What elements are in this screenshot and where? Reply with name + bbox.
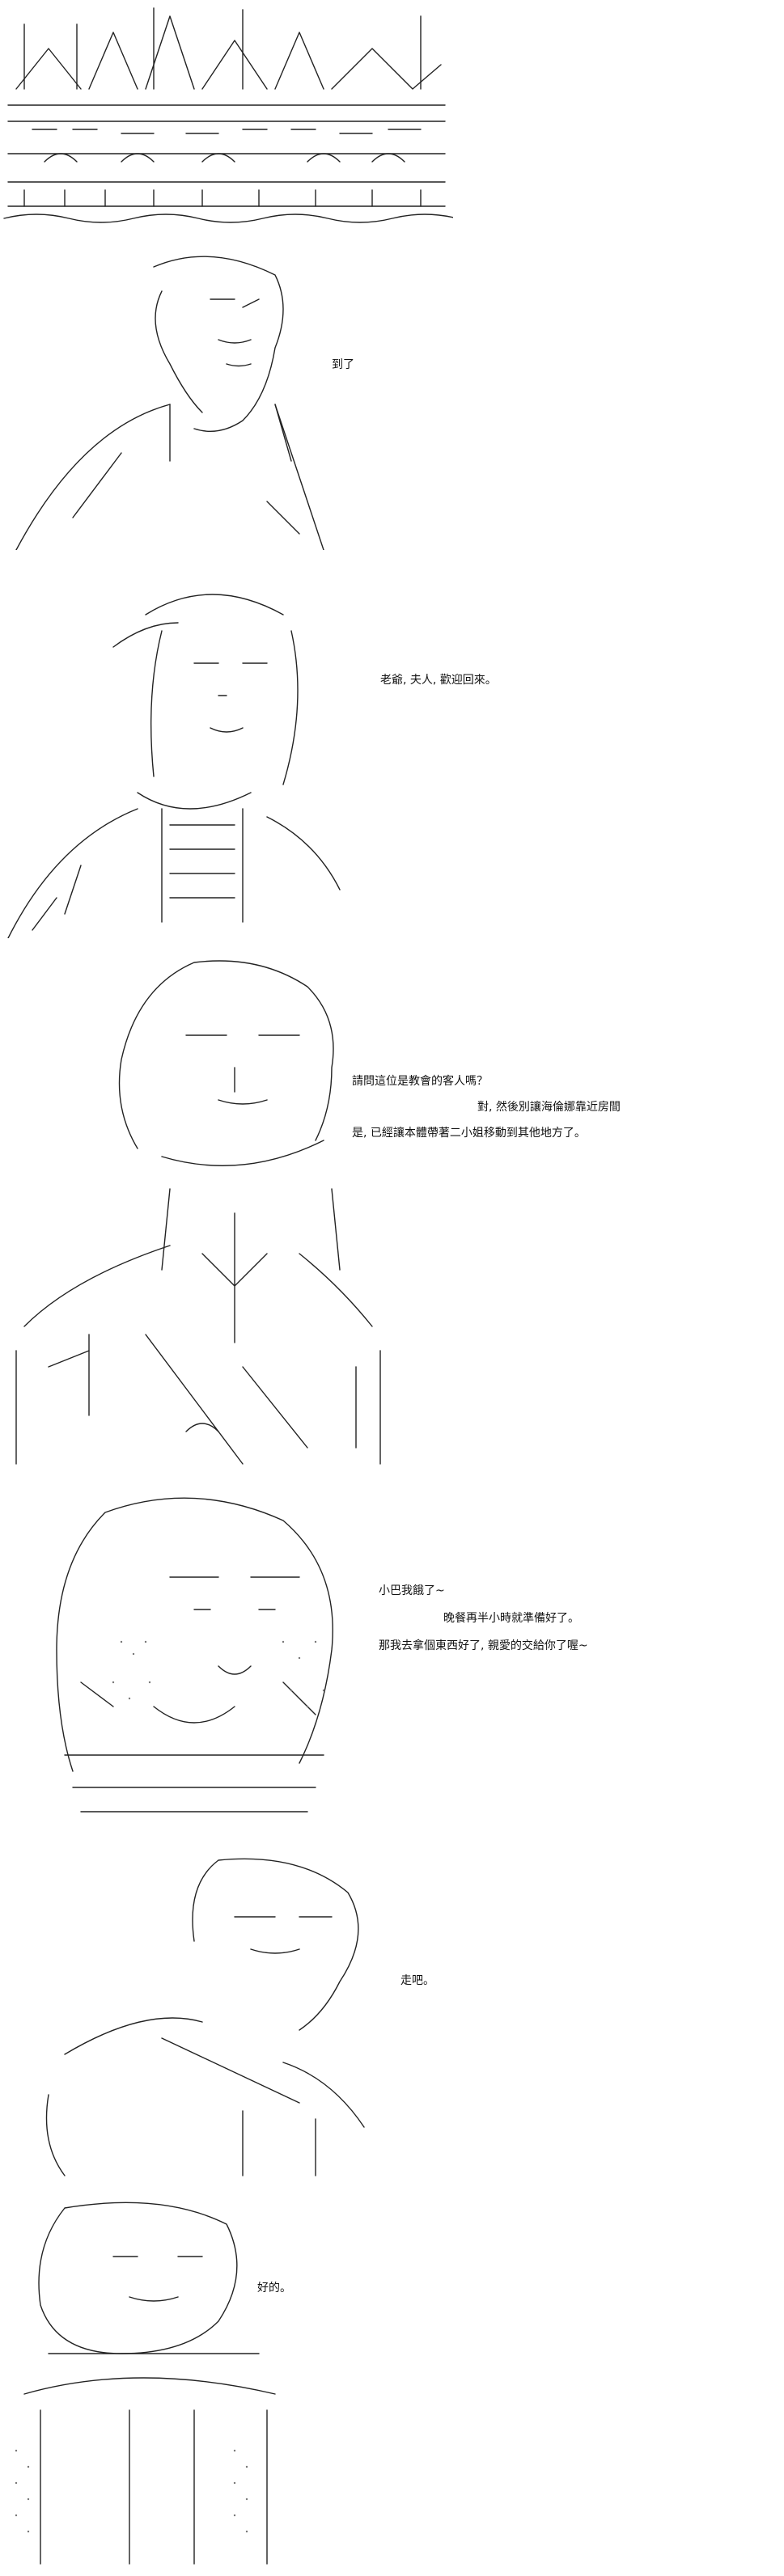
character-woman-illustration [56, 1497, 333, 1813]
panel-go: 走吧。 [0, 1844, 784, 2192]
panel-tomoe: 小巴我餓了~ 晚餐再半小時就準備好了。 那我去拿個東西好了, 親愛的交給你了喔~ [0, 1480, 784, 1844]
dialogue-line: 是, 已經讓本體帶著二小姐移動到其他地方了。 [352, 1127, 586, 1140]
character-maid-illustration [7, 594, 341, 938]
panel-guests: 請問這位是教會的客人嗎？ 對, 然後別讓海倫娜靠近房間 是, 已經讓本體帶著二小… [0, 946, 784, 1480]
dialogue-line: 對, 然後別讓海倫娜靠近房間 [477, 1101, 621, 1114]
panel-arrival: 到了 [0, 235, 784, 550]
character-walking-illustration [45, 1858, 365, 2176]
dialogue-line: 那我去拿個東西好了, 親愛的交給你了喔~ [379, 1639, 588, 1652]
panel-mansion [0, 0, 784, 235]
screentone-pattern [15, 2449, 248, 2533]
dialogue-line: 到了 [332, 358, 354, 371]
character-man-illustration [15, 256, 324, 550]
dialogue-line: 請問這位是教會的客人嗎？ [352, 1075, 488, 1088]
dialogue-line: 小巴我餓了~ [379, 1584, 445, 1597]
panel-welcome: 老爺, 夫人, 歡迎回來。 [0, 550, 784, 946]
mansion-illustration [3, 7, 453, 223]
dialogue-line: 走吧。 [400, 1974, 434, 1987]
dialogue-line: 晚餐再半小時就準備好了。 [443, 1612, 579, 1625]
panel-ok: 好的。 [0, 2192, 784, 2576]
dialogue-line: 老爺, 夫人, 歡迎回來。 [380, 674, 497, 687]
character-girl-illustration [23, 2202, 276, 2565]
screentone-pattern [112, 1640, 325, 1708]
dialogue-line: 好的。 [257, 2282, 291, 2295]
character-butler-illustration [15, 960, 381, 1465]
